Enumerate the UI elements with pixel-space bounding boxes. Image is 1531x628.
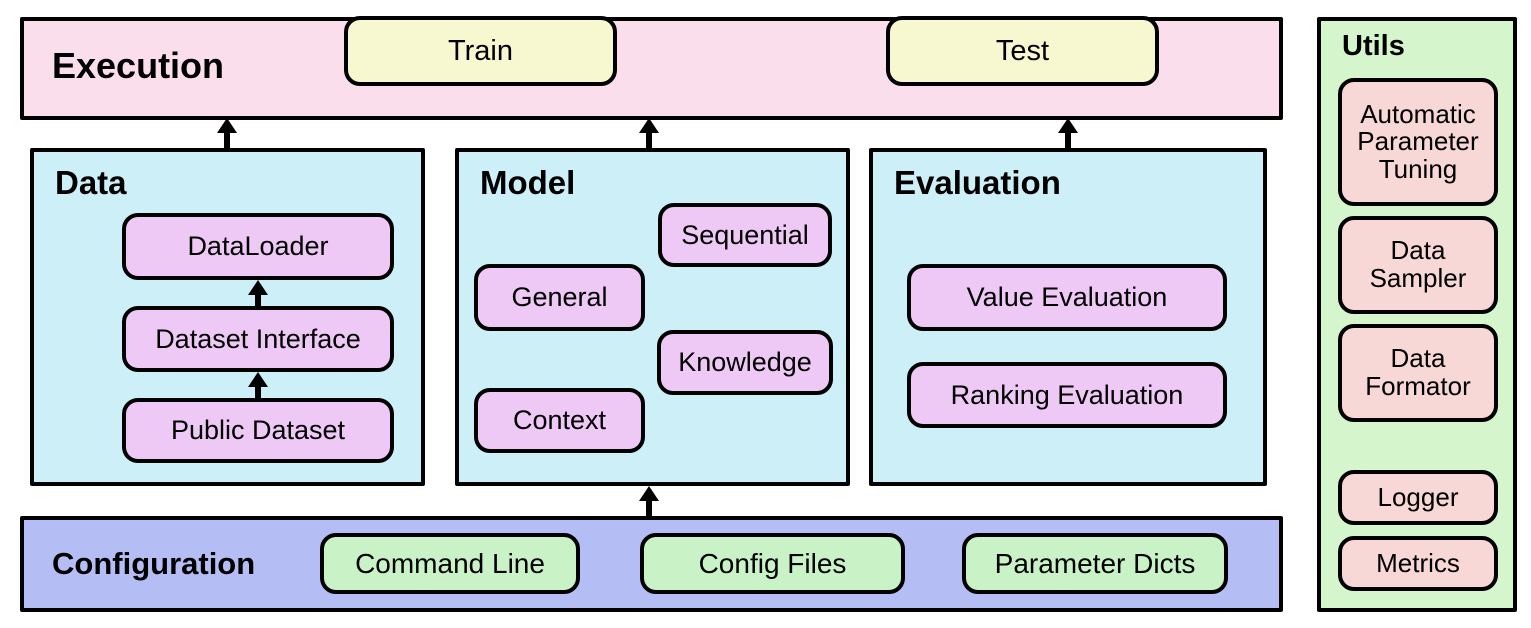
evaluation-panel-title: Evaluation bbox=[894, 164, 1061, 201]
execution-panel-title: Execution bbox=[52, 45, 225, 86]
context-model-node[interactable]: Context bbox=[474, 388, 645, 453]
arrow-evaluation-to-execution bbox=[1057, 118, 1079, 150]
public-dataset-node[interactable]: Public Dataset bbox=[122, 398, 394, 463]
value-evaluation-node[interactable]: Value Evaluation bbox=[907, 264, 1227, 331]
sequential-model-node[interactable]: Sequential bbox=[658, 203, 832, 267]
model-panel-title: Model bbox=[480, 164, 576, 201]
arrow-configuration-to-model bbox=[638, 486, 660, 516]
knowledge-model-node[interactable]: Knowledge bbox=[657, 330, 833, 395]
utils-panel-title: Utils bbox=[1342, 30, 1405, 62]
arrowhead-icon bbox=[248, 280, 268, 295]
data-formator-node[interactable]: Data Formator bbox=[1338, 324, 1498, 422]
arrowhead-icon bbox=[248, 372, 268, 387]
general-model-node[interactable]: General bbox=[474, 264, 645, 331]
config-files-node[interactable]: Config Files bbox=[640, 533, 905, 594]
automatic-parameter-tuning-node[interactable]: Automatic Parameter Tuning bbox=[1338, 78, 1498, 206]
arrowhead-icon bbox=[639, 118, 659, 133]
arrow-model-to-execution bbox=[638, 118, 660, 150]
data-panel-title: Data bbox=[55, 164, 127, 201]
test-node[interactable]: Test bbox=[886, 16, 1159, 86]
arrowhead-icon bbox=[639, 486, 659, 501]
data-sampler-node[interactable]: Data Sampler bbox=[1338, 216, 1498, 314]
arrowhead-icon bbox=[217, 118, 237, 133]
configuration-panel-title: Configuration bbox=[52, 546, 256, 581]
arrow-dataset-interface-to-dataloader bbox=[247, 280, 269, 306]
arrow-public-dataset-to-dataset-interface bbox=[247, 372, 269, 398]
arrow-data-to-execution bbox=[216, 118, 238, 150]
command-line-node[interactable]: Command Line bbox=[320, 533, 580, 594]
arrowhead-icon bbox=[1058, 118, 1078, 133]
metrics-node[interactable]: Metrics bbox=[1338, 536, 1498, 591]
train-node[interactable]: Train bbox=[344, 16, 617, 86]
ranking-evaluation-node[interactable]: Ranking Evaluation bbox=[907, 362, 1227, 428]
logger-node[interactable]: Logger bbox=[1338, 470, 1498, 525]
dataset-interface-node[interactable]: Dataset Interface bbox=[122, 306, 394, 372]
dataloader-node[interactable]: DataLoader bbox=[122, 213, 394, 280]
parameter-dicts-node[interactable]: Parameter Dicts bbox=[962, 533, 1228, 594]
